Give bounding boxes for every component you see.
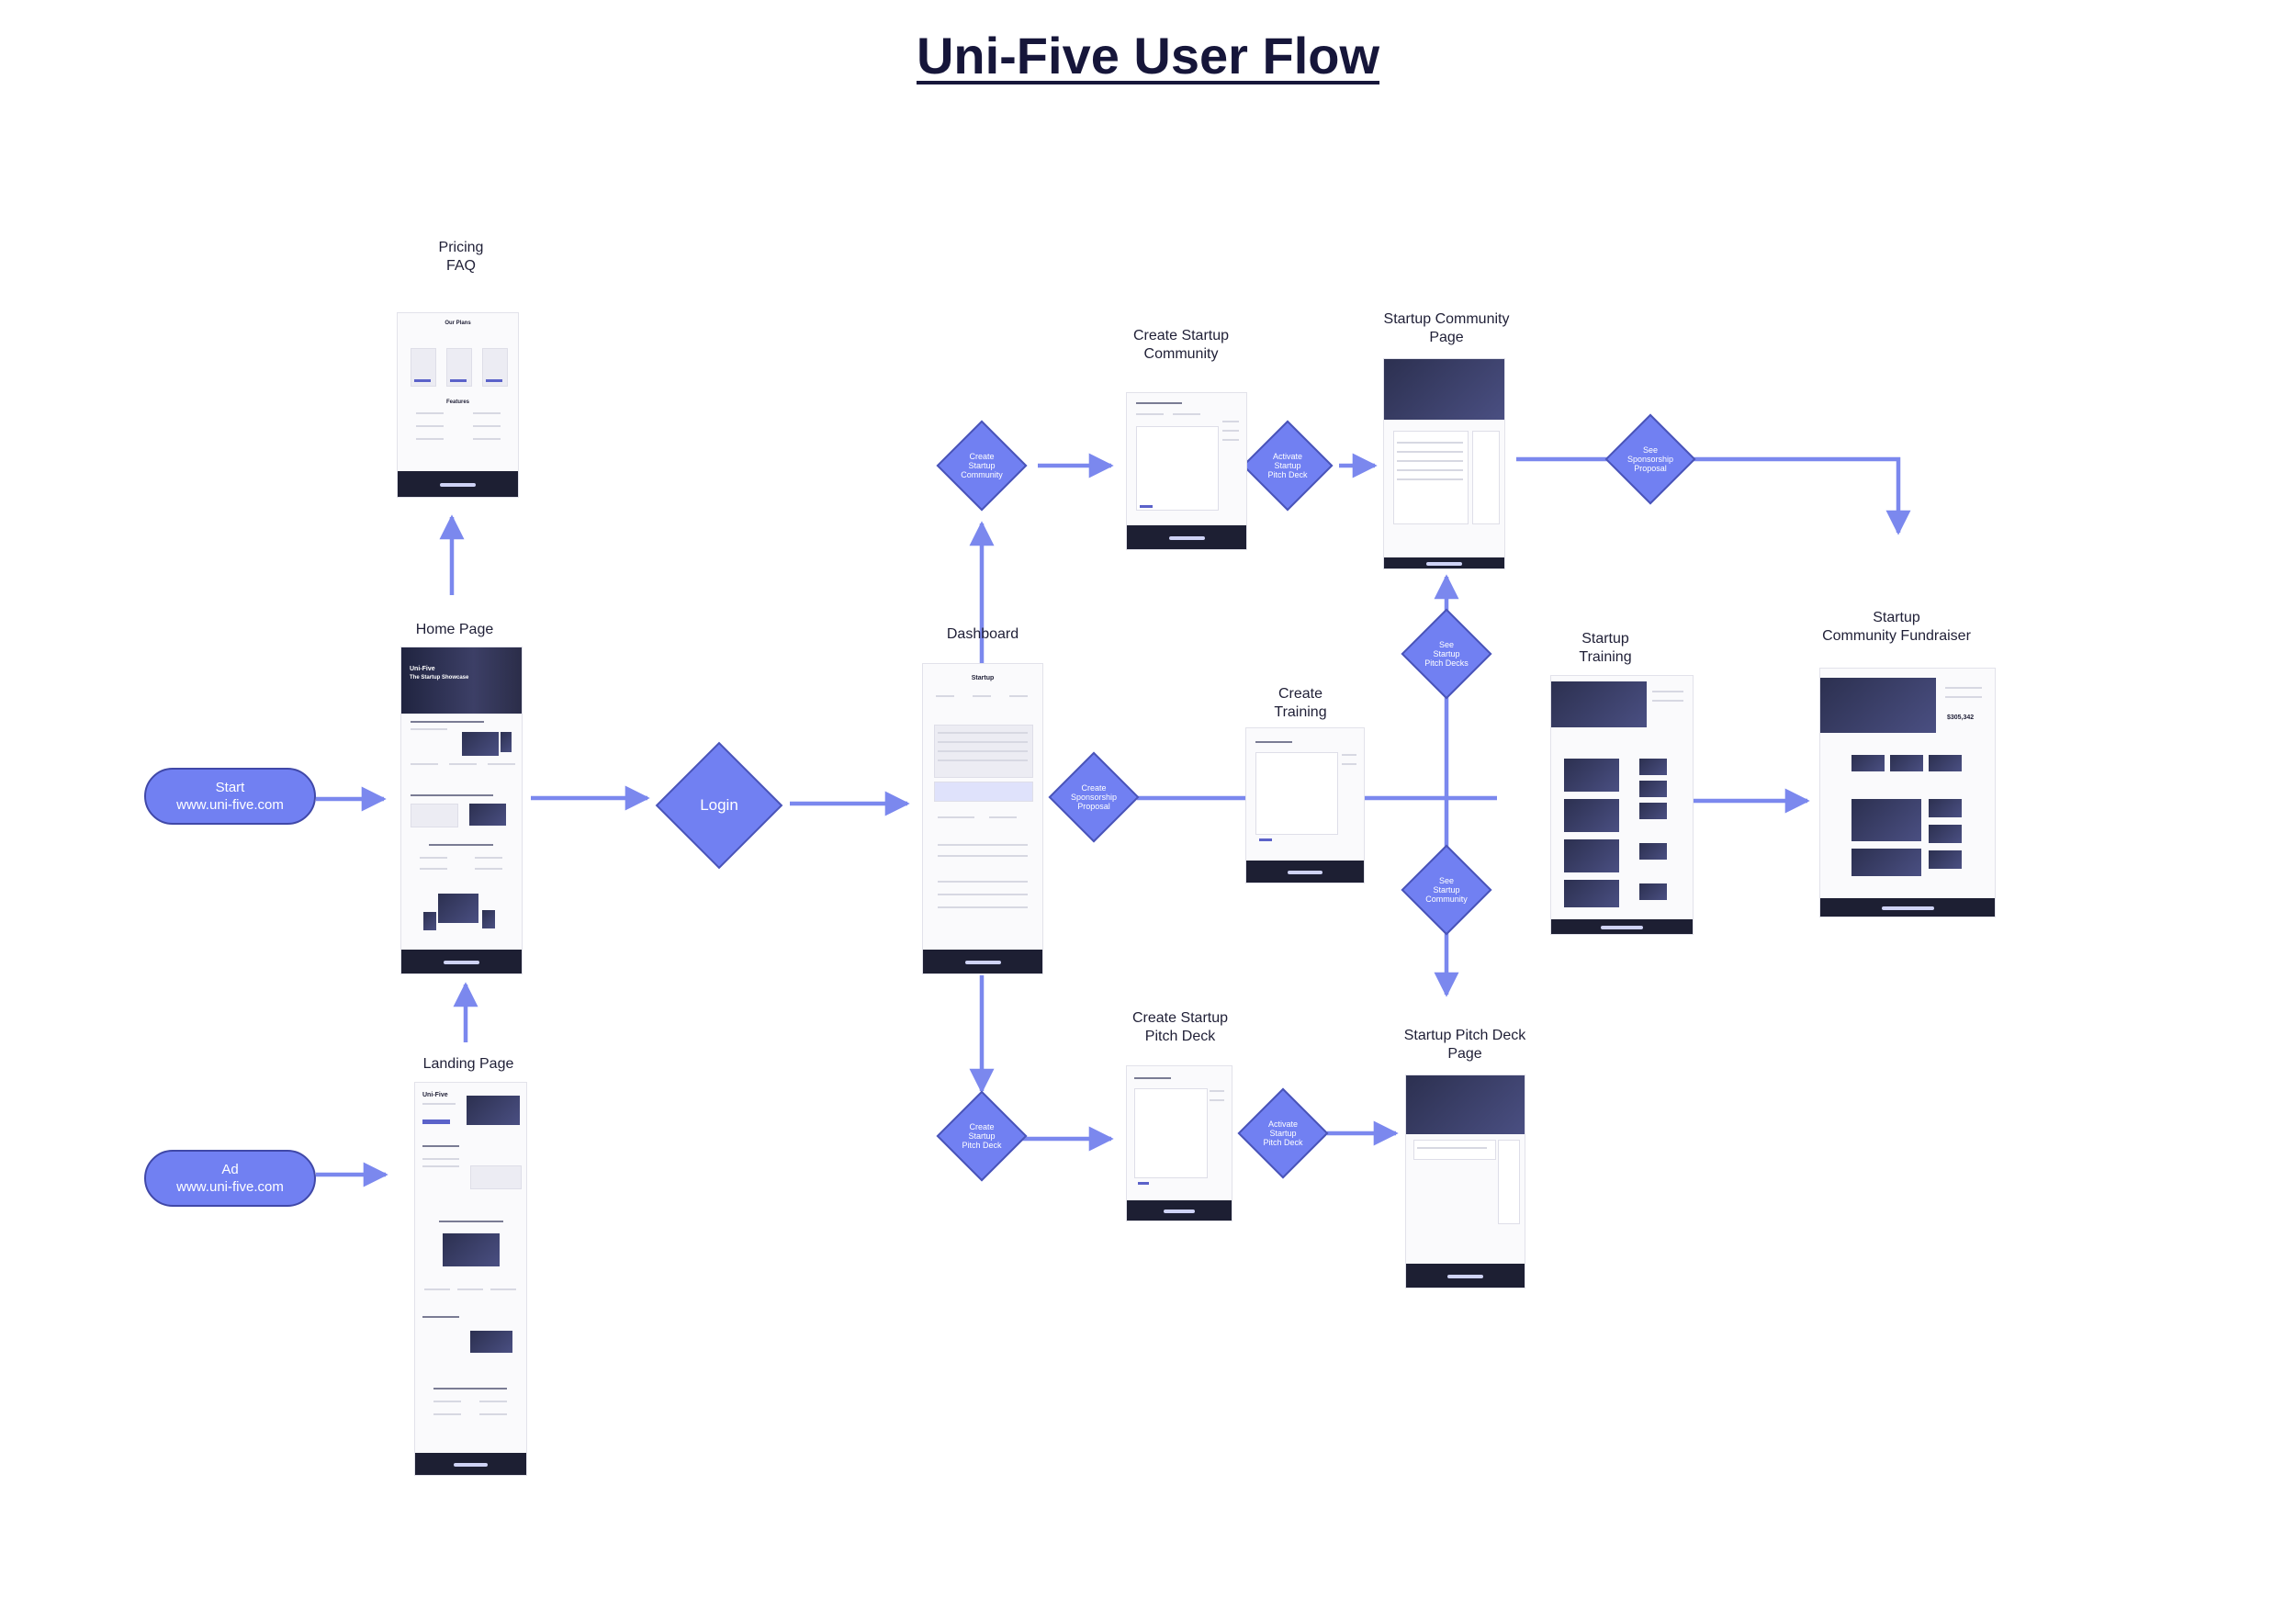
see-pitch-decks-decision: See Startup Pitch Decks [1401, 608, 1492, 700]
create-startup-community-thumbnail [1126, 392, 1247, 550]
create-sponsorship-decision: Create Sponsorship Proposal [1048, 751, 1140, 843]
see-community-decision: See Startup Community [1401, 844, 1492, 936]
home-hero-title: Uni-Five [410, 666, 435, 672]
startup-training-thumbnail [1550, 675, 1694, 935]
arrow-community-to-fundraiser [1516, 456, 1911, 535]
dashboard-page-thumbnail: Startup [922, 663, 1043, 974]
dashboard-label: Dashboard [946, 626, 1019, 642]
create-training-label: Create Training [1274, 686, 1327, 720]
start-node: Start www.uni-five.com [144, 768, 316, 825]
create-training-thumbnail [1245, 727, 1365, 883]
pricing-faq-label: Pricing FAQ [438, 240, 484, 274]
landing-page-thumbnail: Uni-Five [414, 1082, 527, 1476]
login-decision: Login [655, 741, 783, 870]
startup-pitch-deck-page-thumbnail [1405, 1075, 1525, 1288]
startup-pitch-deck-page-label: Startup Pitch Deck Page [1403, 1028, 1526, 1062]
home-page-thumbnail: Uni-Five The Startup Showcase [400, 647, 523, 974]
pricing-faq-page-thumbnail: Our Plans Features [397, 312, 519, 498]
dashboard-heading: Startup [971, 675, 995, 681]
startup-community-page-thumbnail [1383, 358, 1505, 569]
pricing-heading: Our Plans [445, 321, 471, 326]
activate-pitch-deck-decision-bottom: Activate Startup Pitch Deck [1237, 1087, 1329, 1179]
create-pitch-deck-decision: Create Startup Pitch Deck [936, 1090, 1028, 1182]
create-startup-pitch-deck-thumbnail [1126, 1065, 1232, 1221]
home-page-label: Home Page [415, 622, 494, 637]
community-fundraiser-label: Startup Community Fundraiser [1822, 610, 1971, 644]
create-startup-community-label: Create Startup Community [1132, 328, 1230, 362]
create-startup-pitch-deck-label: Create Startup Pitch Deck [1131, 1010, 1229, 1044]
ad-start-node: Ad www.uni-five.com [144, 1150, 316, 1207]
startup-community-page-label: Startup Community Page [1383, 311, 1510, 345]
community-fundraiser-thumbnail: $305,342 [1819, 668, 1996, 917]
home-hero-subtitle: The Startup Showcase [410, 675, 469, 681]
startup-training-label: Startup Training [1579, 631, 1632, 665]
landing-page-label: Landing Page [422, 1056, 514, 1072]
activate-pitch-deck-decision-top: Activate Startup Pitch Deck [1242, 420, 1334, 512]
landing-hero-title: Uni-Five [422, 1092, 448, 1098]
create-startup-community-decision: Create Startup Community [936, 420, 1028, 512]
fundraiser-amount: $305,342 [1947, 714, 1975, 721]
features-heading: Features [445, 399, 469, 405]
see-sponsorship-decision: See Sponsorship Proposal [1604, 413, 1696, 505]
diagram-title: Uni-Five User Flow [916, 27, 1380, 84]
